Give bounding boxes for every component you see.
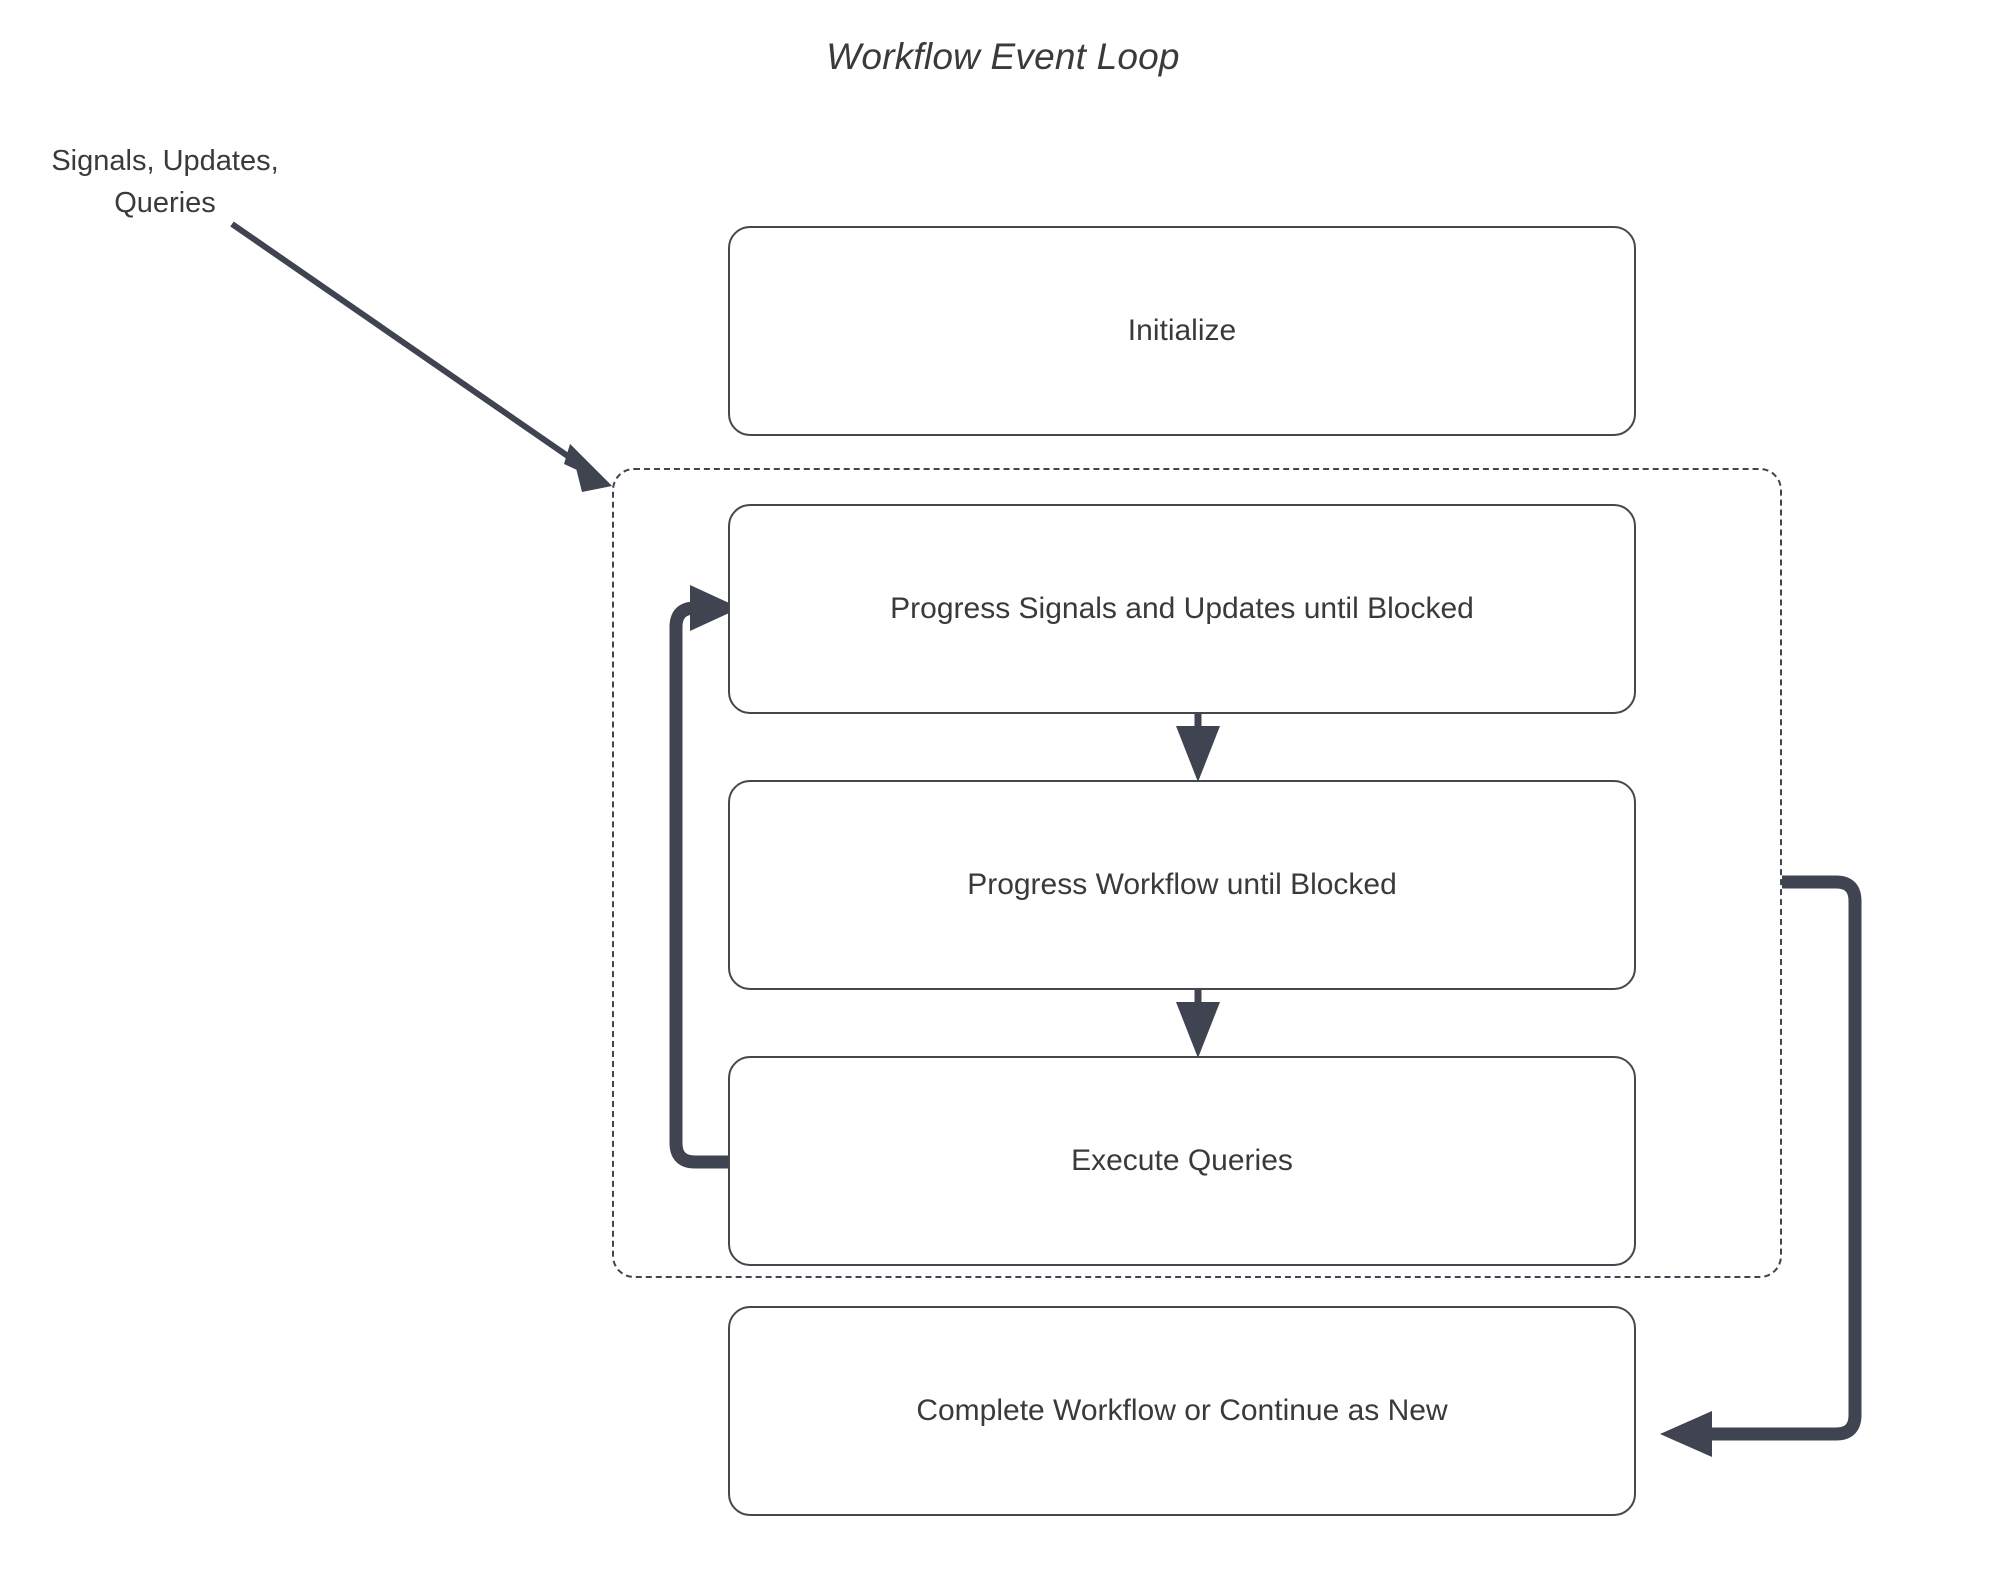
node-progress-signals-label: Progress Signals and Updates until Block… bbox=[890, 592, 1474, 625]
node-execute-queries[interactable]: Execute Queries bbox=[728, 1056, 1636, 1266]
external-to-loop-arrow bbox=[230, 221, 612, 492]
node-complete-workflow-label: Complete Workflow or Continue as New bbox=[916, 1394, 1448, 1427]
loop-to-complete-arrow bbox=[1660, 875, 1862, 1457]
signals-to-workflow-arrow bbox=[1176, 714, 1220, 782]
event-loop-group bbox=[612, 468, 1782, 1278]
diagram-title: Workflow Event Loop bbox=[826, 36, 1180, 77]
node-initialize-label: Initialize bbox=[1127, 314, 1237, 347]
node-initialize[interactable]: Initialize bbox=[728, 226, 1636, 436]
workflow-to-queries-arrow bbox=[1176, 990, 1220, 1058]
external-input-label: Signals, Updates, Queries bbox=[51, 145, 279, 219]
node-progress-signals[interactable]: Progress Signals and Updates until Block… bbox=[728, 504, 1636, 714]
node-progress-workflow-label: Progress Workflow until Blocked bbox=[967, 868, 1397, 901]
node-execute-queries-label: Execute Queries bbox=[1071, 1144, 1293, 1177]
node-complete-workflow[interactable]: Complete Workflow or Continue as New bbox=[728, 1306, 1636, 1516]
queries-loopback-arrow bbox=[669, 585, 740, 1169]
node-progress-workflow[interactable]: Progress Workflow until Blocked bbox=[728, 780, 1636, 990]
